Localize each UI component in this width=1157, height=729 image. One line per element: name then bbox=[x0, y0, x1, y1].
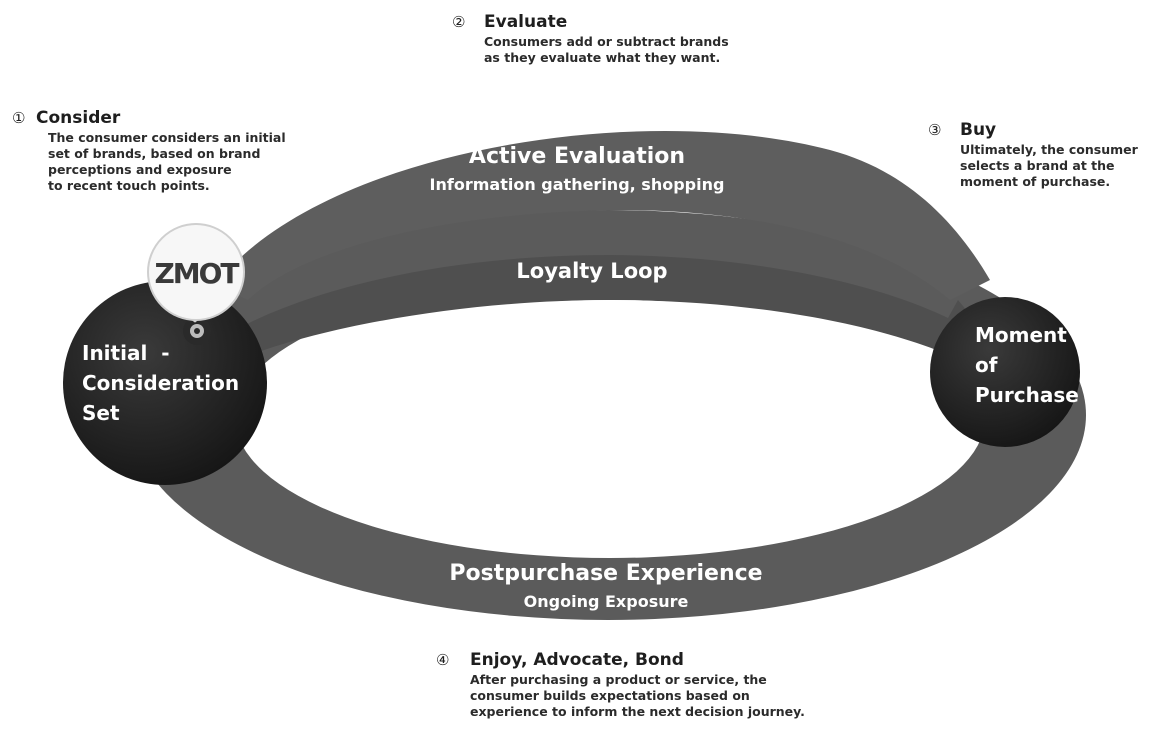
loyalty-loop-arc bbox=[235, 255, 995, 372]
step-description-line: to recent touch points. bbox=[48, 178, 210, 193]
initial-label-line-3: Set bbox=[82, 401, 120, 425]
active-evaluation-subtitle: Information gathering, shopping bbox=[430, 175, 725, 194]
step-consider: ① Consider The consumer considers an ini… bbox=[12, 108, 286, 194]
step-description-line: The consumer considers an initial bbox=[48, 130, 286, 145]
active-evaluation-title: Active Evaluation bbox=[469, 144, 685, 169]
step-description: The consumer considers an initial set of… bbox=[48, 130, 286, 194]
active-evaluation-arc bbox=[215, 131, 990, 300]
step-buy: ③ Buy Ultimately, the consumer selects a… bbox=[928, 120, 1138, 190]
zmot-badge: ZMOT bbox=[147, 223, 245, 345]
step-description: Consumers add or subtract brands as they… bbox=[484, 34, 729, 66]
step-description-line: experience to inform the next decision j… bbox=[470, 704, 805, 719]
step-enjoy: ④ Enjoy, Advocate, Bond After purchasing… bbox=[436, 650, 805, 720]
step-description-line: perceptions and exposure bbox=[48, 162, 232, 177]
step-description: Ultimately, the consumer selects a brand… bbox=[960, 142, 1138, 190]
initial-label-line-1: Initial - bbox=[82, 341, 170, 365]
step-description-line: set of brands, based on brand bbox=[48, 146, 261, 161]
postpurchase-title: Postpurchase Experience bbox=[449, 561, 762, 586]
step-number: ③ bbox=[928, 121, 942, 139]
step-description-line: Ultimately, the consumer bbox=[960, 142, 1138, 157]
step-description-line: Consumers add or subtract brands bbox=[484, 34, 729, 49]
step-number: ④ bbox=[436, 651, 450, 669]
step-description-line: as they evaluate what they want. bbox=[484, 50, 721, 65]
moment-label-line-2: of bbox=[975, 353, 998, 377]
step-description-line: After purchasing a product or service, t… bbox=[470, 672, 767, 687]
loyalty-loop-label: Loyalty Loop bbox=[516, 259, 667, 283]
moment-of-purchase-circle bbox=[930, 297, 1080, 447]
zmot-label: ZMOT bbox=[154, 257, 239, 290]
step-title: Buy bbox=[960, 120, 997, 140]
postpurchase-subtitle: Ongoing Exposure bbox=[524, 592, 689, 611]
moment-label-line-3: Purchase bbox=[975, 383, 1079, 407]
step-title: Consider bbox=[36, 108, 121, 128]
step-number: ① bbox=[12, 109, 26, 127]
step-description: After purchasing a product or service, t… bbox=[470, 672, 805, 720]
step-description-line: moment of purchase. bbox=[960, 174, 1111, 189]
step-title: Enjoy, Advocate, Bond bbox=[470, 650, 684, 670]
step-description-line: selects a brand at the bbox=[960, 158, 1115, 173]
step-number: ② bbox=[452, 13, 466, 31]
initial-consideration-circle bbox=[63, 281, 267, 485]
step-description-line: consumer builds expectations based on bbox=[470, 688, 750, 703]
initial-label-line-2: Consideration bbox=[82, 371, 239, 395]
inner-hole-overlay bbox=[260, 300, 964, 556]
step-evaluate: ② Evaluate Consumers add or subtract bra… bbox=[452, 12, 729, 66]
step-title: Evaluate bbox=[484, 12, 568, 32]
moment-label-line-1: Moment bbox=[975, 323, 1067, 347]
